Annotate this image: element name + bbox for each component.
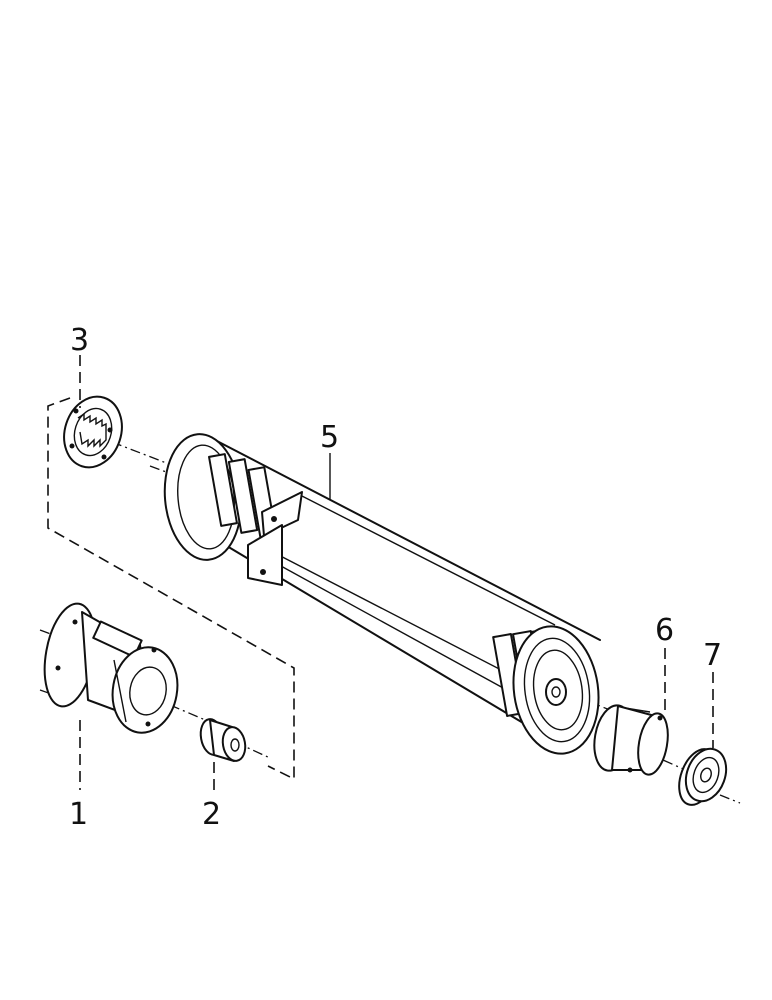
part-5-cage-roller xyxy=(163,433,601,755)
callout-7: 7 xyxy=(703,638,722,673)
callout-6: 6 xyxy=(655,613,674,648)
part-6-end-cap xyxy=(593,704,669,776)
callout-5: 5 xyxy=(320,420,339,455)
part-2-pinion-gear xyxy=(199,718,247,762)
group-bracket xyxy=(47,397,295,781)
part-1-housing xyxy=(43,602,179,734)
part-3-spline-flange xyxy=(63,395,123,469)
callout-2: 2 xyxy=(202,797,221,832)
callout-3: 3 xyxy=(70,323,89,358)
part-7-bearing xyxy=(678,747,728,806)
leader-lines xyxy=(79,355,714,795)
callout-1: 1 xyxy=(69,797,88,832)
